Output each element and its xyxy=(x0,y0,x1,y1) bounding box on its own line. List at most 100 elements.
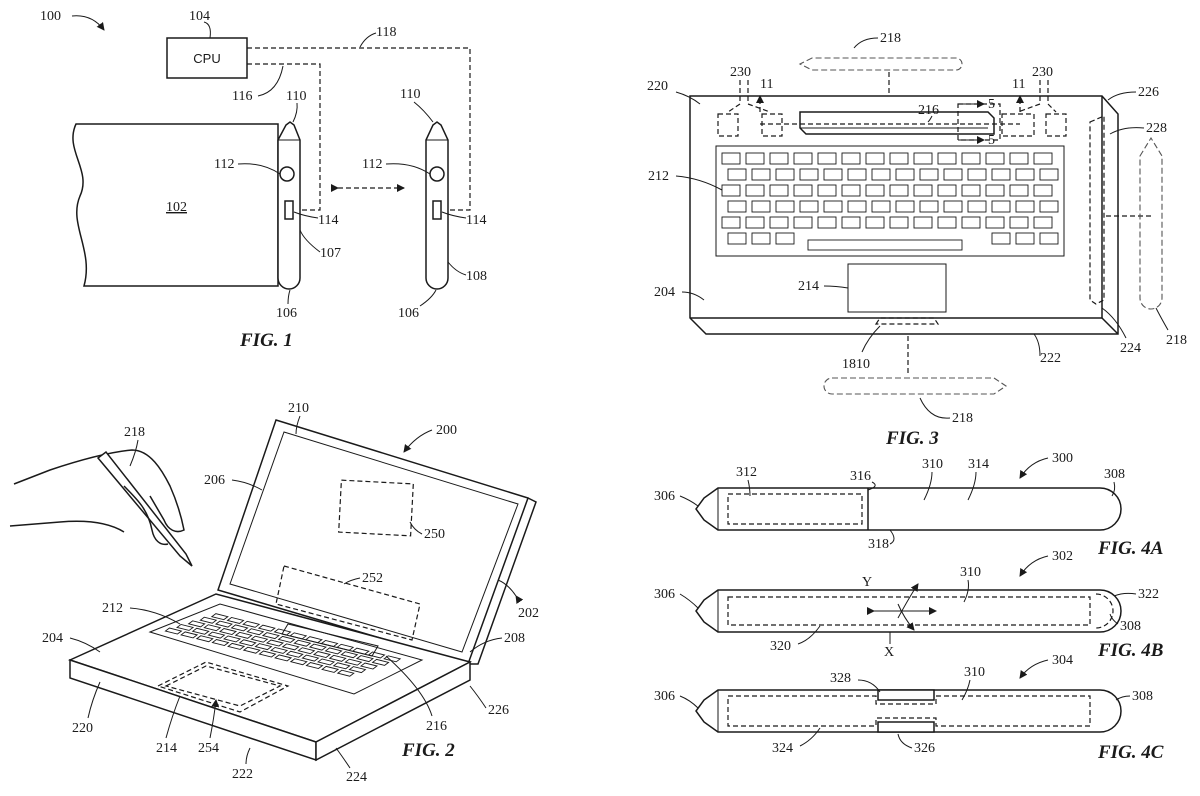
ref-304: 304 xyxy=(1052,653,1073,668)
key xyxy=(207,631,226,639)
key xyxy=(799,200,819,213)
hand-lower xyxy=(9,520,125,533)
display-screen xyxy=(229,431,519,653)
ref-306-b: 306 xyxy=(654,587,675,602)
key xyxy=(751,232,771,245)
key xyxy=(1033,216,1053,229)
sensor-230-a xyxy=(717,113,739,137)
key xyxy=(281,643,300,651)
ref-218-right: 218 xyxy=(1166,333,1187,348)
attach-zone-1810 xyxy=(874,317,940,325)
fig4c: 306 328 310 304 308 324 326 FIG. 4C xyxy=(654,653,1164,763)
caption-fig2: FIG. 2 xyxy=(401,740,455,761)
key xyxy=(889,152,909,165)
key xyxy=(841,152,861,165)
cpu-label: CPU xyxy=(193,51,220,66)
key xyxy=(745,184,765,197)
key xyxy=(895,200,915,213)
key xyxy=(985,184,1005,197)
keyboard-212 xyxy=(148,603,424,695)
key xyxy=(799,168,819,181)
key xyxy=(727,168,747,181)
ref-110-b: 110 xyxy=(400,87,420,102)
key xyxy=(371,658,390,666)
key xyxy=(985,152,1005,165)
sensor-230-d xyxy=(1045,113,1067,137)
key xyxy=(367,651,386,659)
ref-102: 102 xyxy=(166,200,187,215)
stylus-110-attached xyxy=(277,121,301,290)
key xyxy=(223,635,242,643)
key xyxy=(721,152,741,165)
key xyxy=(823,200,843,213)
stylus-218-bottom-ghost xyxy=(823,377,1007,395)
key xyxy=(847,200,867,213)
ref-218-bottom: 218 xyxy=(952,411,973,426)
key xyxy=(775,200,795,213)
fig1: 100 CPU 104 118 116 102 110 112 114 107 … xyxy=(40,9,487,351)
key xyxy=(991,200,1011,213)
key xyxy=(937,184,957,197)
ref-214-fig3: 214 xyxy=(798,279,819,294)
ref-206: 206 xyxy=(204,473,225,488)
ref-214: 214 xyxy=(156,741,177,756)
key xyxy=(348,666,367,674)
fig4b: Y X 306 310 302 322 308 320 FIG. 4B xyxy=(654,549,1163,661)
key xyxy=(293,639,312,647)
ref-112-b: 112 xyxy=(362,157,382,172)
key xyxy=(242,646,261,654)
key xyxy=(961,184,981,197)
ref-308-c: 308 xyxy=(1132,689,1153,704)
key xyxy=(355,655,374,663)
ref-226-fig3: 226 xyxy=(1138,85,1159,100)
ref-212-fig3: 212 xyxy=(648,169,669,184)
key xyxy=(943,200,963,213)
key xyxy=(865,216,885,229)
key xyxy=(297,647,316,655)
ref-106-b: 106 xyxy=(398,306,419,321)
key xyxy=(817,152,837,165)
key xyxy=(961,152,981,165)
key xyxy=(317,658,336,666)
ref-250: 250 xyxy=(424,527,445,542)
ref-114-a: 114 xyxy=(318,213,338,228)
ref-310-b: 310 xyxy=(960,565,981,580)
key xyxy=(865,184,885,197)
hand xyxy=(13,449,185,533)
key xyxy=(889,184,909,197)
ref-306-c: 306 xyxy=(654,689,675,704)
ref-302: 302 xyxy=(1052,549,1073,564)
leader-100 xyxy=(71,15,105,31)
ref-312: 312 xyxy=(736,465,757,480)
key xyxy=(823,168,843,181)
key xyxy=(332,662,351,670)
key xyxy=(913,152,933,165)
key xyxy=(1039,200,1059,213)
key xyxy=(195,635,214,643)
key xyxy=(1033,152,1053,165)
key xyxy=(261,632,280,640)
key xyxy=(199,616,218,624)
key xyxy=(1009,152,1029,165)
attach-zone-228 xyxy=(1089,115,1105,305)
key xyxy=(258,650,277,658)
key xyxy=(727,232,747,245)
key xyxy=(1015,200,1035,213)
key xyxy=(242,620,261,628)
key xyxy=(937,152,957,165)
caption-fig1: FIG. 1 xyxy=(239,330,293,351)
ref-226: 226 xyxy=(488,703,509,718)
key xyxy=(775,232,795,245)
ref-220: 220 xyxy=(72,721,93,736)
key xyxy=(1015,232,1035,245)
ref-328: 328 xyxy=(830,671,851,686)
ref-320: 320 xyxy=(770,639,791,654)
key xyxy=(889,216,909,229)
key xyxy=(745,216,765,229)
ref-324: 324 xyxy=(772,741,793,756)
key xyxy=(187,620,206,628)
lid-edge-202 xyxy=(468,497,537,665)
ref-216: 216 xyxy=(426,719,447,734)
key xyxy=(270,646,289,654)
key xyxy=(301,654,320,662)
